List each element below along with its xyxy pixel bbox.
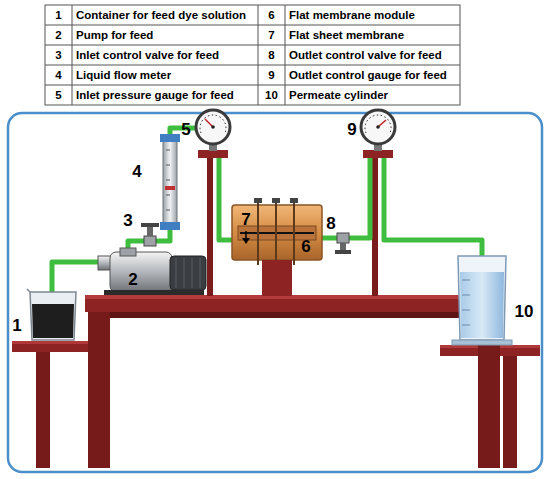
inlet-pressure-gauge (196, 110, 230, 158)
table-number: 7 (258, 25, 285, 45)
table-number: 2 (45, 25, 72, 45)
table-number: 5 (45, 85, 72, 105)
table-cell: Inlet pressure gauge for feed (72, 85, 258, 105)
table-cell: Liquid flow meter (72, 65, 258, 85)
table-cell: Inlet control valve for feed (72, 45, 258, 65)
legend-table-grid (45, 5, 460, 105)
table-number: 3 (45, 45, 72, 65)
callout-number: 3 (112, 210, 144, 232)
table-number: 6 (258, 5, 285, 25)
table-cell: Flat membrane module (285, 5, 460, 25)
callout-number: 6 (290, 236, 322, 258)
gauge-post (207, 157, 213, 296)
pipes (52, 128, 482, 332)
table-cell: Outlet control valve for feed (285, 45, 460, 65)
callout-number: 2 (117, 269, 149, 291)
table-cell: Outlet control gauge for feed (285, 65, 460, 85)
table-cell: Pump for feed (72, 25, 258, 45)
table-number: 10 (258, 85, 285, 105)
table-cell: Permeate cylinder (285, 85, 460, 105)
callout-number: 9 (336, 119, 368, 141)
outlet-gauge (361, 110, 395, 158)
table-number: 1 (45, 5, 72, 25)
callout-number: 4 (121, 161, 153, 183)
callout-number: 5 (170, 119, 202, 141)
callout-number: 1 (1, 315, 33, 337)
callout-number: 8 (315, 213, 347, 235)
table-cell: Container for feed dye solution (72, 5, 258, 25)
membrane-pointer (242, 231, 250, 244)
outlet-valve (335, 233, 351, 254)
flow-meter (160, 134, 180, 230)
frame (8, 113, 542, 472)
callout-number: 7 (230, 209, 262, 231)
pump (98, 248, 206, 295)
bench (85, 295, 503, 468)
table-number: 4 (45, 65, 72, 85)
permeate-cylinder (452, 256, 512, 345)
inlet-valve (141, 223, 159, 246)
table-number: 8 (258, 45, 285, 65)
table-cell: Flat sheet membrane (285, 25, 460, 45)
gauge-post (372, 157, 378, 296)
callout-number: 10 (508, 301, 540, 323)
feed-beaker (27, 289, 76, 340)
table-number: 9 (258, 65, 285, 85)
